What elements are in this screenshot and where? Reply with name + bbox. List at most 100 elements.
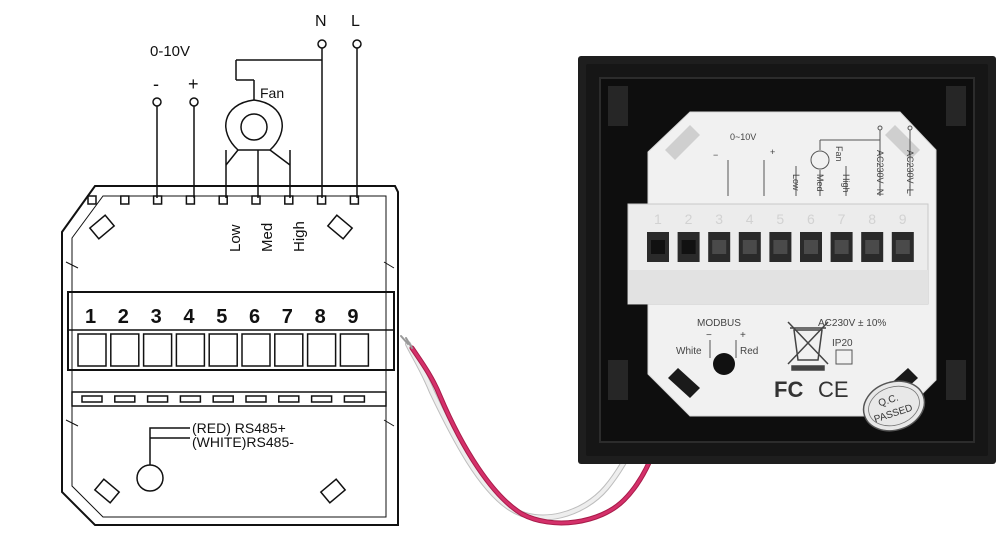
device-terminal-screw [834,240,849,254]
corner-clip [93,478,121,504]
top-notch [87,195,97,205]
qc-passed-sticker: Q.C. PASSED [862,380,926,432]
device-plus-label: + [770,147,775,157]
device-terminal-number: 3 [715,211,723,227]
top-notches [87,195,360,205]
device-neutral-label: AC230V~N [875,150,885,195]
rating-label: AC230V ± 10% [818,318,886,329]
device-terminal-screw [681,240,696,254]
modbus-minus: − [706,330,712,341]
device-terminal-screw [651,240,665,254]
device-back-photo: 0~10V − + Fan Low Med High AC230V~N AC23… [578,56,996,464]
terminal-screw-slot [110,333,140,367]
device-terminal-screw [742,240,757,254]
device-terminal-number: 8 [868,211,876,227]
terminal-screws [77,333,370,367]
terminal-screw-slot [175,333,206,367]
device-high-label: High [841,174,851,193]
rs485-lead [149,427,190,465]
terminal-number: 2 [118,306,129,328]
high-label: High [291,221,308,252]
terminal-tab [146,395,169,403]
device-signal-label: 0~10V [730,132,756,142]
device-terminal-screw [712,240,727,254]
neutral-terminal-post [317,39,327,49]
fan-motor-body [225,99,283,151]
device-terminal-screw [865,240,880,254]
terminal-tab [310,395,333,403]
terminal-tabs [81,395,366,403]
terminal-number: 9 [347,306,358,328]
terminal-screw-slot [77,333,107,367]
device-live-label: AC230V~L [905,150,915,194]
terminal-tab [114,395,136,403]
terminal-number: 8 [315,306,326,328]
ce-mark: CE [818,377,849,402]
low-label: Low [227,224,244,252]
terminal-number: 4 [183,306,195,328]
schematic-housing-inner [71,195,387,518]
terminal-number: 6 [249,306,260,328]
rs485-plus-label: (RED) RS485+ [192,420,286,436]
fan-motor-outline [235,59,322,100]
device-terminal-number: 9 [899,211,907,227]
terminal-number: 7 [282,306,293,328]
device-terminal-screw [895,240,910,254]
plus-label: + [188,74,199,94]
schematic-housing [61,185,399,526]
terminal-number: 1 [85,306,96,328]
device-low-label: Low [791,174,801,191]
wiring-diagram [61,48,399,526]
terminal-tab [278,395,300,403]
device-minus-label: − [713,150,718,160]
device-terminal-number: 2 [685,211,693,227]
terminal-screw-slot [306,333,337,367]
red-wire-label: Red [740,346,758,357]
signal-label: 0-10V [150,43,190,60]
modbus-label: MODBUS [697,318,741,329]
terminal-number: 3 [151,306,162,328]
top-notch [349,195,360,205]
terminal-number: 5 [216,306,227,328]
device-terminal-number: 7 [838,211,846,227]
top-notch [218,195,228,205]
terminal-screw-slot [208,333,238,367]
minus-terminal-post [152,97,162,107]
weee-bin-icon [787,321,829,371]
terminal-block [67,291,395,371]
fan-motor-rotor [240,113,268,141]
rs485-cable-hole [136,464,164,492]
top-notch [185,195,196,205]
rs485-minus-label: (WHITE)RS485- [192,434,294,450]
modbus-cable-hole [713,353,735,375]
fc-mark: FC [774,377,803,402]
device-terminal-slots [647,232,914,262]
device-terminal-number: 1 [654,211,662,227]
fan-label: Fan [260,85,284,101]
terminal-screw-slot [241,333,271,367]
terminal-screw-slot [274,333,304,367]
device-terminal-screw [773,240,788,254]
device-fan-label: Fan [834,146,844,162]
terminal-screw-slot [142,333,173,367]
live-label: L [351,13,360,30]
lower-rail [71,391,387,407]
live-terminal-post [352,39,362,49]
plus-terminal-post [189,97,199,107]
top-notch [284,195,294,205]
device-terminal-screw [804,240,818,254]
terminal-tab [343,395,366,403]
ip-rating-label: IP20 [832,338,853,349]
modbus-plus: + [740,330,746,341]
top-notch [251,195,261,205]
device-med-label: Med [815,174,825,192]
white-wire-label: White [676,346,702,357]
terminal-tab [81,395,103,403]
device-terminal-number: 6 [807,211,815,227]
corner-clip [319,478,347,504]
device-terminal-number: 5 [776,211,784,227]
